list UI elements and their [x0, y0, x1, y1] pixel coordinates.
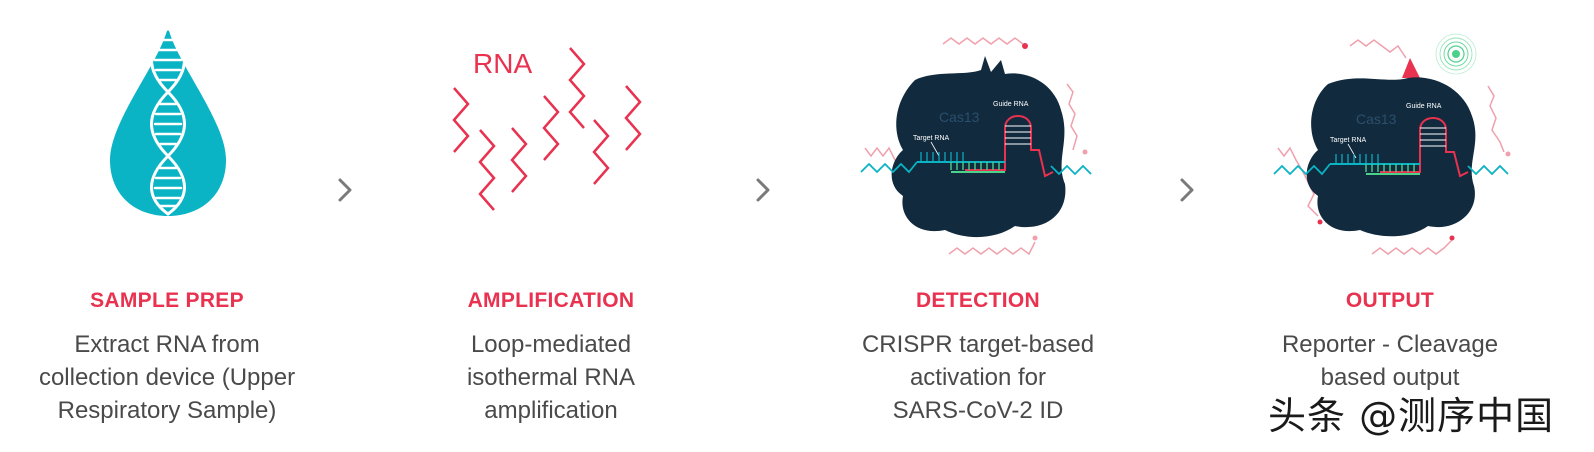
- rna-label: RNA: [473, 48, 532, 79]
- cas13-label: Cas13: [939, 109, 980, 125]
- cas13-label: Cas13: [1356, 111, 1397, 127]
- stage-title-sample-prep: SAMPLE PREP: [90, 289, 244, 312]
- target-rna-label: Target RNA: [1330, 137, 1367, 144]
- guide-rna-label: Guide RNA: [993, 101, 1029, 108]
- stage-description-detection: CRISPR target-based activation for SARS-…: [861, 331, 1095, 424]
- chevron-right-icon: [338, 178, 352, 202]
- watermark: 头条 @测序中国: [1268, 394, 1555, 438]
- stage-description-output: Reporter - Cleavage based output: [1281, 331, 1499, 391]
- cas13-cleavage-signal-icon: Cas13 Guide RNA Target RNA: [1273, 33, 1511, 255]
- target-rna-label: Target RNA: [913, 135, 950, 142]
- stage-title-output: OUTPUT: [1345, 289, 1435, 312]
- guide-rna-label: Guide RNA: [1406, 103, 1442, 110]
- stage-description-amplification: Loop-mediated isothermal RNA amplificati…: [466, 331, 636, 424]
- cas13-complex-icon: Cas13 Guide RNA Target RNA: [860, 37, 1092, 256]
- stage-title-detection: DETECTION: [915, 289, 1041, 312]
- rna-strands-icon: RNA: [452, 47, 642, 211]
- chevron-right-icon: [1180, 178, 1194, 202]
- stage-title-amplification: AMPLIFICATION: [467, 289, 635, 312]
- stage-description-sample-prep: Extract RNA from collection device (Uppe…: [38, 331, 296, 424]
- chevron-right-icon: [756, 178, 770, 202]
- dna-droplet-icon: [110, 26, 226, 216]
